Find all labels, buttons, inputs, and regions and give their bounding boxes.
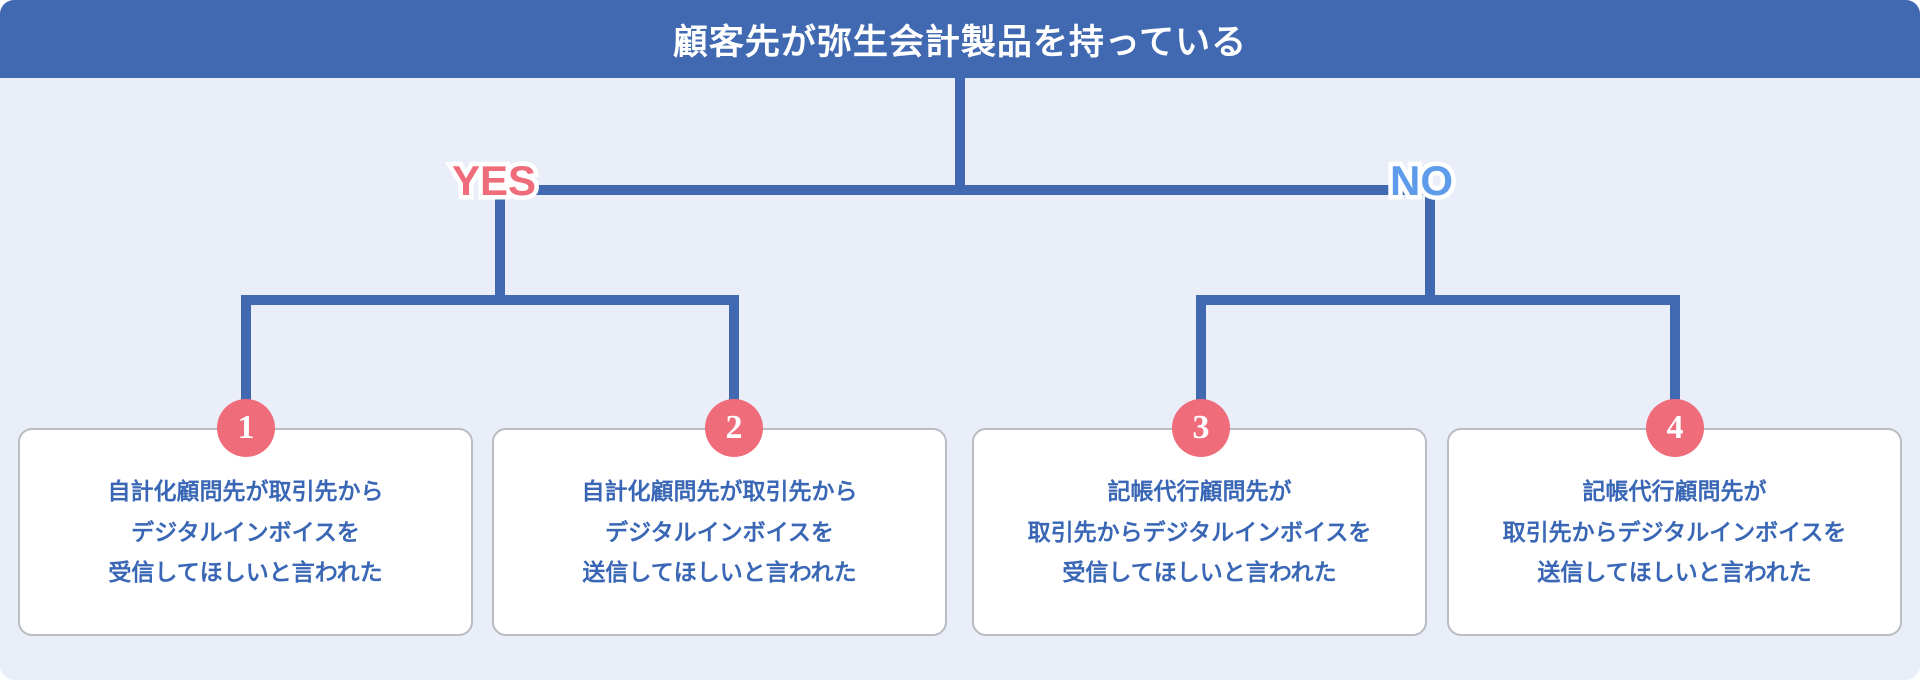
outcome-card-2-badge: 2: [705, 399, 763, 457]
outcome-card-3[interactable]: 記帳代行顧問先が 取引先からデジタルインボイスを 受信してほしいと言われた: [972, 428, 1427, 636]
page-title: 顧客先が弥生会計製品を持っている: [672, 22, 1248, 62]
connector-no-stem: [1425, 195, 1435, 300]
header-bar: 顧客先が弥生会計製品を持っている: [0, 0, 1920, 78]
connector-card2-leg: [729, 295, 739, 415]
outcome-card-2-text: 自計化顧問先が取引先から デジタルインボイスを 送信してほしいと言われた: [581, 477, 858, 586]
outcome-card-2[interactable]: 自計化顧問先が取引先から デジタルインボイスを 送信してほしいと言われた: [492, 428, 947, 636]
outcome-card-1-text: 自計化顧問先が取引先から デジタルインボイスを 受信してほしいと言われた: [107, 477, 384, 586]
connector-root-stem: [955, 78, 965, 190]
outcome-card-3-badge: 3: [1172, 399, 1230, 457]
outcome-card-3-text: 記帳代行顧問先が 取引先からデジタルインボイスを 受信してほしいと言われた: [1027, 477, 1372, 586]
connector-yes-stem: [495, 195, 505, 300]
branch-label-yes: YES: [447, 155, 540, 206]
connector-yes-split-bar: [241, 295, 739, 305]
outcome-card-4-badge: 4: [1646, 399, 1704, 457]
outcome-card-1-badge: 1: [217, 399, 275, 457]
outcome-card-4[interactable]: 記帳代行顧問先が 取引先からデジタルインボイスを 送信してほしいと言われた: [1447, 428, 1902, 636]
connector-yes-no-bar: [500, 185, 1430, 195]
outcome-card-1[interactable]: 自計化顧問先が取引先から デジタルインボイスを 受信してほしいと言われた: [18, 428, 473, 636]
connector-no-split-bar: [1196, 295, 1680, 305]
branch-label-no: NO: [1386, 155, 1458, 206]
connector-card3-leg: [1196, 295, 1206, 415]
connector-card4-leg: [1670, 295, 1680, 415]
connector-card1-leg: [241, 295, 251, 415]
outcome-card-4-text: 記帳代行顧問先が 取引先からデジタルインボイスを 送信してほしいと言われた: [1502, 477, 1847, 586]
